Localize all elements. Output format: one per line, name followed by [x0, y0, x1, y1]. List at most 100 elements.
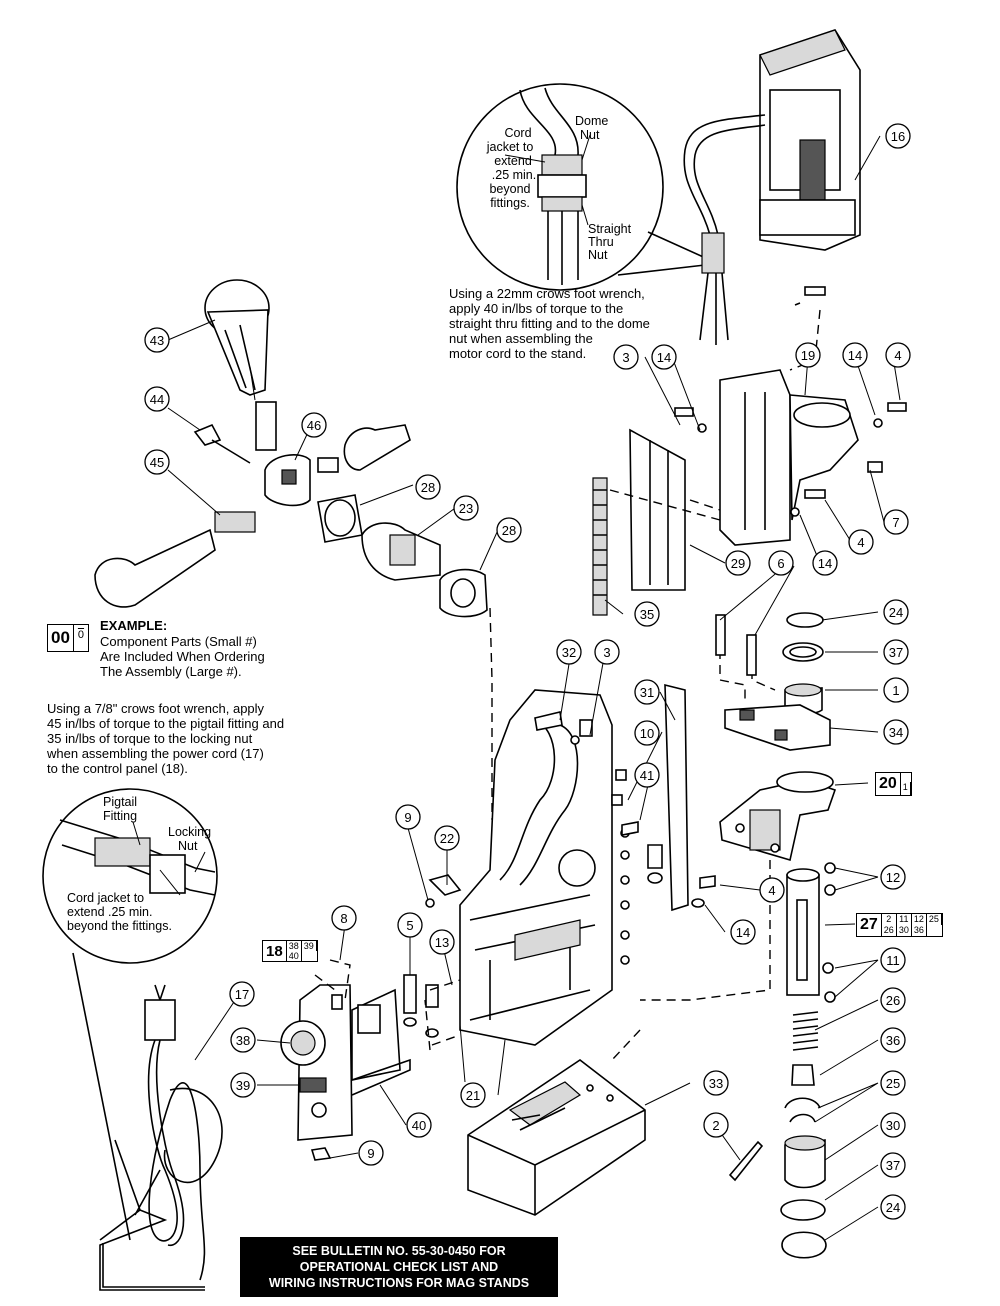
svg-text:12: 12: [886, 870, 900, 885]
svg-text:6: 6: [777, 556, 784, 571]
assembly-box-27: 27 2 11 12 25 26 30 36: [856, 913, 943, 937]
callout-23: 23: [453, 495, 479, 521]
svg-text:36: 36: [886, 1033, 900, 1048]
callout-11: 11: [880, 947, 906, 973]
callout-28a: 28: [415, 474, 441, 500]
svg-text:10: 10: [640, 726, 654, 741]
magnet-base-33: [467, 1029, 646, 1216]
svg-text:35: 35: [640, 607, 654, 622]
callout-44: 44: [144, 386, 170, 412]
callout-2: 2: [703, 1112, 729, 1138]
svg-text:46: 46: [307, 418, 321, 433]
arbor-support-stack: [640, 612, 837, 1259]
svg-text:13: 13: [435, 935, 449, 950]
callout-34: 34: [883, 719, 909, 745]
svg-text:34: 34: [889, 725, 903, 740]
svg-text:22: 22: [440, 831, 454, 846]
callout-1: 1: [883, 677, 909, 703]
svg-text:33: 33: [709, 1076, 723, 1091]
note-power-cord-torque: Using a 7/8" crows foot wrench, apply 45…: [47, 701, 285, 776]
callout-21: 21: [460, 1082, 486, 1108]
callout-39: 39: [230, 1072, 256, 1098]
callout-46: 46: [301, 412, 327, 438]
callout-26: 26: [880, 987, 906, 1013]
svg-text:2: 2: [712, 1118, 719, 1133]
svg-text:37: 37: [886, 1158, 900, 1173]
svg-text:19: 19: [801, 348, 815, 363]
example-sub-number: 0: [77, 629, 85, 641]
svg-text:1: 1: [892, 683, 899, 698]
callout-33: 33: [703, 1070, 729, 1096]
callout-35: 35: [634, 601, 660, 627]
control-panel-18: [280, 959, 411, 1161]
svg-text:17: 17: [235, 987, 249, 1002]
callout-24b: 24: [880, 1194, 906, 1220]
callout-6: 6: [768, 550, 794, 576]
svg-text:37: 37: [889, 645, 903, 660]
motor-16: [683, 29, 861, 345]
svg-text:28: 28: [421, 480, 435, 495]
svg-text:14: 14: [657, 350, 671, 365]
callout-3b: 3: [594, 639, 620, 665]
svg-text:30: 30: [886, 1118, 900, 1133]
svg-text:14: 14: [736, 925, 750, 940]
svg-text:23: 23: [459, 501, 473, 516]
callout-40: 40: [406, 1112, 432, 1138]
svg-text:3: 3: [603, 645, 610, 660]
frame-21: [403, 683, 716, 1051]
callout-14c: 14: [812, 550, 838, 576]
callout-12: 12: [880, 864, 906, 890]
note-motor-cord-torque: Using a 22mm crows foot wrench, apply 40…: [449, 286, 650, 361]
svg-text:11: 11: [886, 953, 900, 968]
callout-14a: 14: [651, 344, 677, 370]
callout-10: 10: [634, 720, 660, 746]
svg-text:9: 9: [404, 810, 411, 825]
callout-43: 43: [144, 327, 170, 353]
callout-32: 32: [556, 639, 582, 665]
svg-text:24: 24: [886, 1200, 900, 1215]
svg-text:4: 4: [857, 535, 864, 550]
svg-text:26: 26: [886, 993, 900, 1008]
bulletin-notice: SEE BULLETIN NO. 55-30-0450 FOR OPERATIO…: [240, 1237, 558, 1297]
callout-9b: 9: [358, 1140, 384, 1166]
callout-24a: 24: [883, 599, 909, 625]
slide-assembly: [592, 286, 907, 616]
svg-text:41: 41: [640, 768, 654, 783]
callout-4a: 4: [885, 342, 911, 368]
callout-30: 30: [880, 1112, 906, 1138]
callout-3a: 3: [613, 344, 639, 370]
callout-19: 19: [795, 342, 821, 368]
callout-36: 36: [880, 1027, 906, 1053]
assembly-box-20: 20 1: [875, 772, 912, 796]
callout-4c: 4: [759, 877, 785, 903]
example-assembly-number: 00: [48, 625, 74, 651]
svg-text:38: 38: [236, 1033, 250, 1048]
svg-text:4: 4: [768, 883, 775, 898]
callout-14d: 14: [730, 919, 756, 945]
svg-text:4: 4: [894, 348, 901, 363]
example-title: EXAMPLE:: [100, 618, 168, 633]
callout-37b: 37: [880, 1152, 906, 1178]
callout-4b: 4: [848, 529, 874, 555]
svg-text:7: 7: [892, 515, 899, 530]
callout-22: 22: [434, 825, 460, 851]
callout-16: 16: [885, 123, 911, 149]
callout-14b: 14: [842, 342, 868, 368]
example-assembly-box: 00 0: [47, 624, 90, 652]
svg-text:32: 32: [562, 645, 576, 660]
callout-9a: 9: [395, 804, 421, 830]
callout-29: 29: [725, 550, 751, 576]
svg-text:39: 39: [236, 1078, 250, 1093]
leader-lines: [167, 135, 901, 1241]
svg-text:45: 45: [150, 455, 164, 470]
svg-text:25: 25: [886, 1076, 900, 1091]
callout-13: 13: [429, 929, 455, 955]
